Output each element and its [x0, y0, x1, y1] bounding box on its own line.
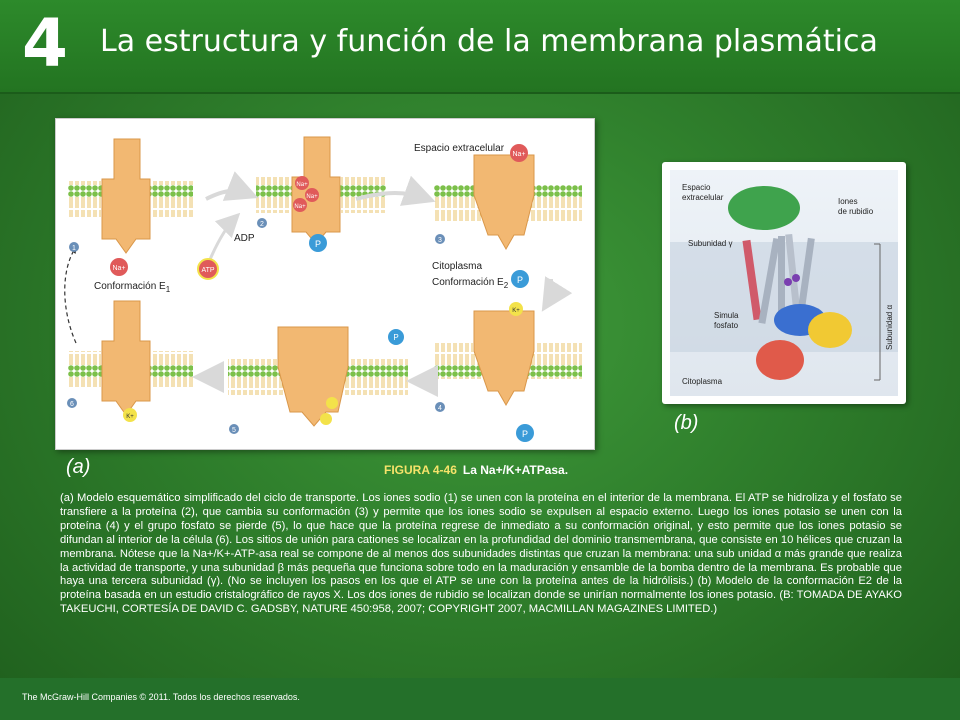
step-4-badge: 4	[438, 405, 442, 412]
phosphate-3	[511, 270, 529, 288]
conformation-e1-label: Conformación E1	[94, 281, 171, 294]
beta-subunit-structure	[728, 186, 800, 230]
sodium-label-2b: Na+	[306, 194, 318, 200]
chapter-number: 4	[22, 5, 68, 82]
phosphate-label-2: P	[315, 239, 321, 249]
protein-step4	[473, 310, 535, 407]
sodium-label-2c: Na+	[294, 204, 306, 210]
rubidium-label-2: de rubidio	[838, 207, 874, 216]
cycle-arrow-3-4	[541, 276, 573, 312]
panel-a-label: (a)	[66, 456, 91, 478]
potassium-ion-5a	[326, 397, 338, 409]
protein-structure-model: Espacio extracelular Iones de rubidio Su…	[670, 183, 898, 386]
adp-label: ADP	[234, 233, 255, 244]
protein-e1-step1	[101, 138, 151, 254]
cycle-arrow-2-3	[355, 175, 436, 206]
figure-caption-title: FIGURA 4-46 La Na+/K+ATPasa.	[384, 463, 568, 477]
sodium-ion-2a	[295, 176, 309, 190]
potassium-ion-6	[123, 408, 137, 422]
step-2-badge: 2	[260, 221, 264, 228]
sodium-label-3: Na+	[512, 151, 525, 158]
protein-e2-step3	[473, 154, 535, 251]
phosphate-label-3: P	[517, 275, 523, 285]
copyright-text: The McGraw-Hill Companies © 2011. Todos …	[22, 692, 300, 702]
title-bar: 4 La estructura y función de la membrana…	[0, 0, 960, 94]
extracellular-label: Espacio extracelular	[414, 143, 505, 154]
extracellular-label-b: Espacio	[682, 183, 711, 192]
cycle-arrow-1-2	[205, 171, 259, 201]
slide-title: La estructura y función de la membrana p…	[100, 24, 878, 59]
transport-cycle-diagram: Na+ ATP ADP Na+ Na+ Na+ P Na+ P K+ P P K…	[64, 136, 582, 442]
sodium-label-2a: Na+	[296, 182, 308, 188]
potassium-ion-4	[509, 302, 523, 316]
phosphate-released	[388, 329, 404, 345]
conformation-e2-label: Conformación E2	[432, 277, 509, 290]
figure-number: FIGURA 4-46	[384, 463, 457, 477]
cytoplasm-label-b: Citoplasma	[682, 377, 723, 386]
step-6-badge: 6	[70, 401, 74, 408]
step-1-badge: 1	[72, 245, 76, 252]
phosphate-label-4: P	[522, 429, 528, 439]
gamma-subunit-label: Subunidad γ	[688, 239, 732, 248]
protein-step6	[101, 300, 151, 416]
figure-caption-text: (a) Modelo esquemático simplificado del …	[60, 492, 902, 616]
sodium-ion-2c	[293, 198, 307, 212]
figure-name: La Na+/K+ATPasa.	[462, 463, 569, 477]
phosphate-label-released: P	[393, 333, 398, 342]
cycle-arrow-6-1	[64, 246, 77, 344]
panel-b-label: (b)	[674, 412, 699, 434]
rubidium-label: Iones	[838, 197, 858, 206]
sodium-ion	[110, 258, 128, 276]
sodium-ion-2b	[305, 188, 319, 202]
potassium-label-6: K+	[126, 414, 134, 420]
phosphate-2	[309, 234, 327, 252]
panel-a-diagram: Na+ ATP ADP Na+ Na+ Na+ P Na+ P K+ P P K…	[55, 118, 595, 450]
phosphate-mimic-label: Simula	[714, 311, 739, 320]
phosphate-4	[516, 424, 534, 442]
sodium-label: Na+	[112, 265, 125, 272]
panel-b-crystal-structure: Espacio extracelular Iones de rubidio Su…	[662, 162, 906, 404]
step-3-badge: 3	[438, 237, 442, 244]
alpha-subunit-label: Subunidad α	[885, 305, 894, 350]
potassium-ion-5b	[320, 413, 332, 425]
sodium-ion-3	[510, 144, 528, 162]
cytoplasm-label: Citoplasma	[432, 261, 482, 272]
protein-step5	[277, 326, 349, 427]
atp-label: ATP	[201, 267, 214, 274]
potassium-label-4: K+	[512, 308, 520, 314]
step-5-badge: 5	[232, 427, 236, 434]
atp-molecule	[197, 258, 219, 280]
footer-bar: The McGraw-Hill Companies © 2011. Todos …	[0, 678, 960, 720]
extracellular-label-b2: extracelular	[682, 193, 724, 202]
phosphate-mimic-label-2: fosfato	[714, 321, 739, 330]
